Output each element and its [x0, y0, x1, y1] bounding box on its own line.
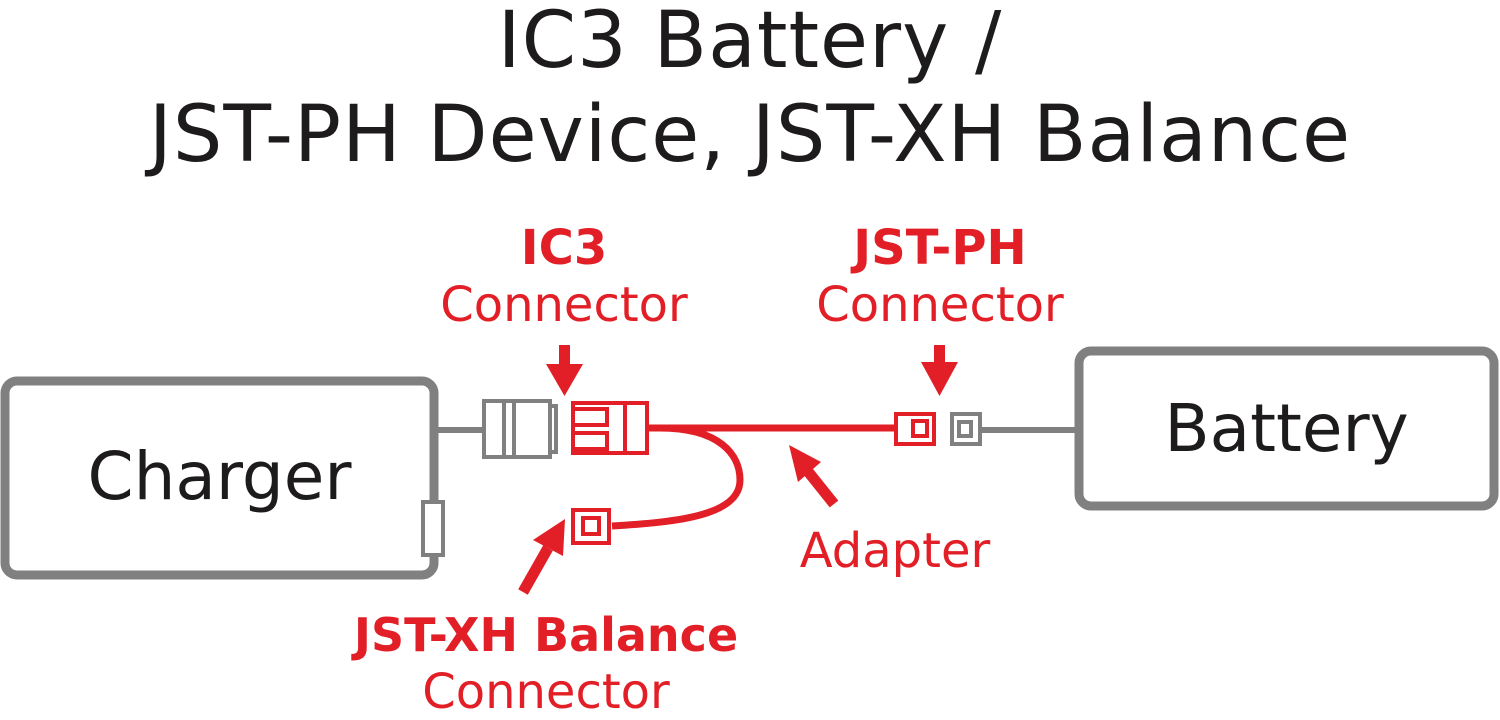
battery-box: [1074, 346, 1499, 511]
battery-label: Battery: [1164, 390, 1409, 467]
adapter-balance-wire: [611, 424, 744, 530]
jst-xh-callout-name: JST-XH Balance: [353, 608, 739, 662]
ic3-callout-name: IC3: [520, 220, 608, 276]
charger-box: [0, 376, 439, 580]
adapter-arrow-icon: [789, 445, 839, 508]
charger-side-port: [421, 500, 445, 557]
diagram-title-line-1: IC3 Battery /: [497, 0, 1003, 86]
jst-ph-callout-name: JST-PH: [853, 220, 1027, 276]
diagram-title-line-2: JST-PH Device, JST-XH Balance: [148, 90, 1352, 180]
charger-label: Charger: [87, 438, 352, 515]
jst-xh-arrow-icon: [518, 519, 565, 595]
adapter-jst-xh-connector: [571, 508, 611, 545]
adapter-callout: Adapter: [799, 523, 991, 579]
adapter-ic3-connector: [571, 401, 649, 455]
charger-ic3-plug: [482, 399, 558, 459]
jst-xh-callout-sub: Connector: [422, 664, 670, 720]
jst-ph-callout-sub: Connector: [816, 277, 1064, 333]
ic3-arrow-icon: [546, 345, 583, 396]
ic3-callout-sub: Connector: [440, 277, 688, 333]
battery-jst-ph-plug: [950, 412, 982, 446]
jst-ph-arrow-icon: [921, 345, 958, 396]
adapter-jst-ph-connector: [894, 412, 936, 446]
